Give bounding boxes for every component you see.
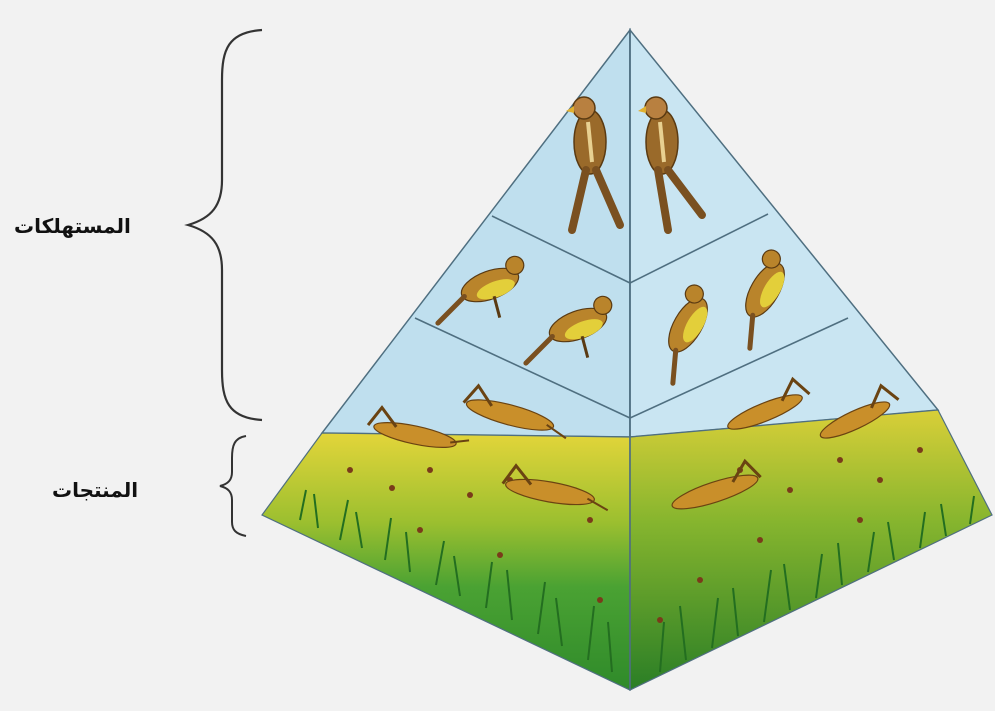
pyramid-left-face: [322, 30, 630, 437]
producers-label: المنتجات: [52, 478, 138, 502]
consumers-brace: [188, 30, 262, 420]
grass-level-left: [262, 433, 630, 690]
consumers-label: المستهلكات: [14, 214, 131, 238]
pyramid-right-face: [630, 30, 938, 437]
producers-brace: [220, 436, 246, 536]
pyramid: [262, 30, 992, 690]
